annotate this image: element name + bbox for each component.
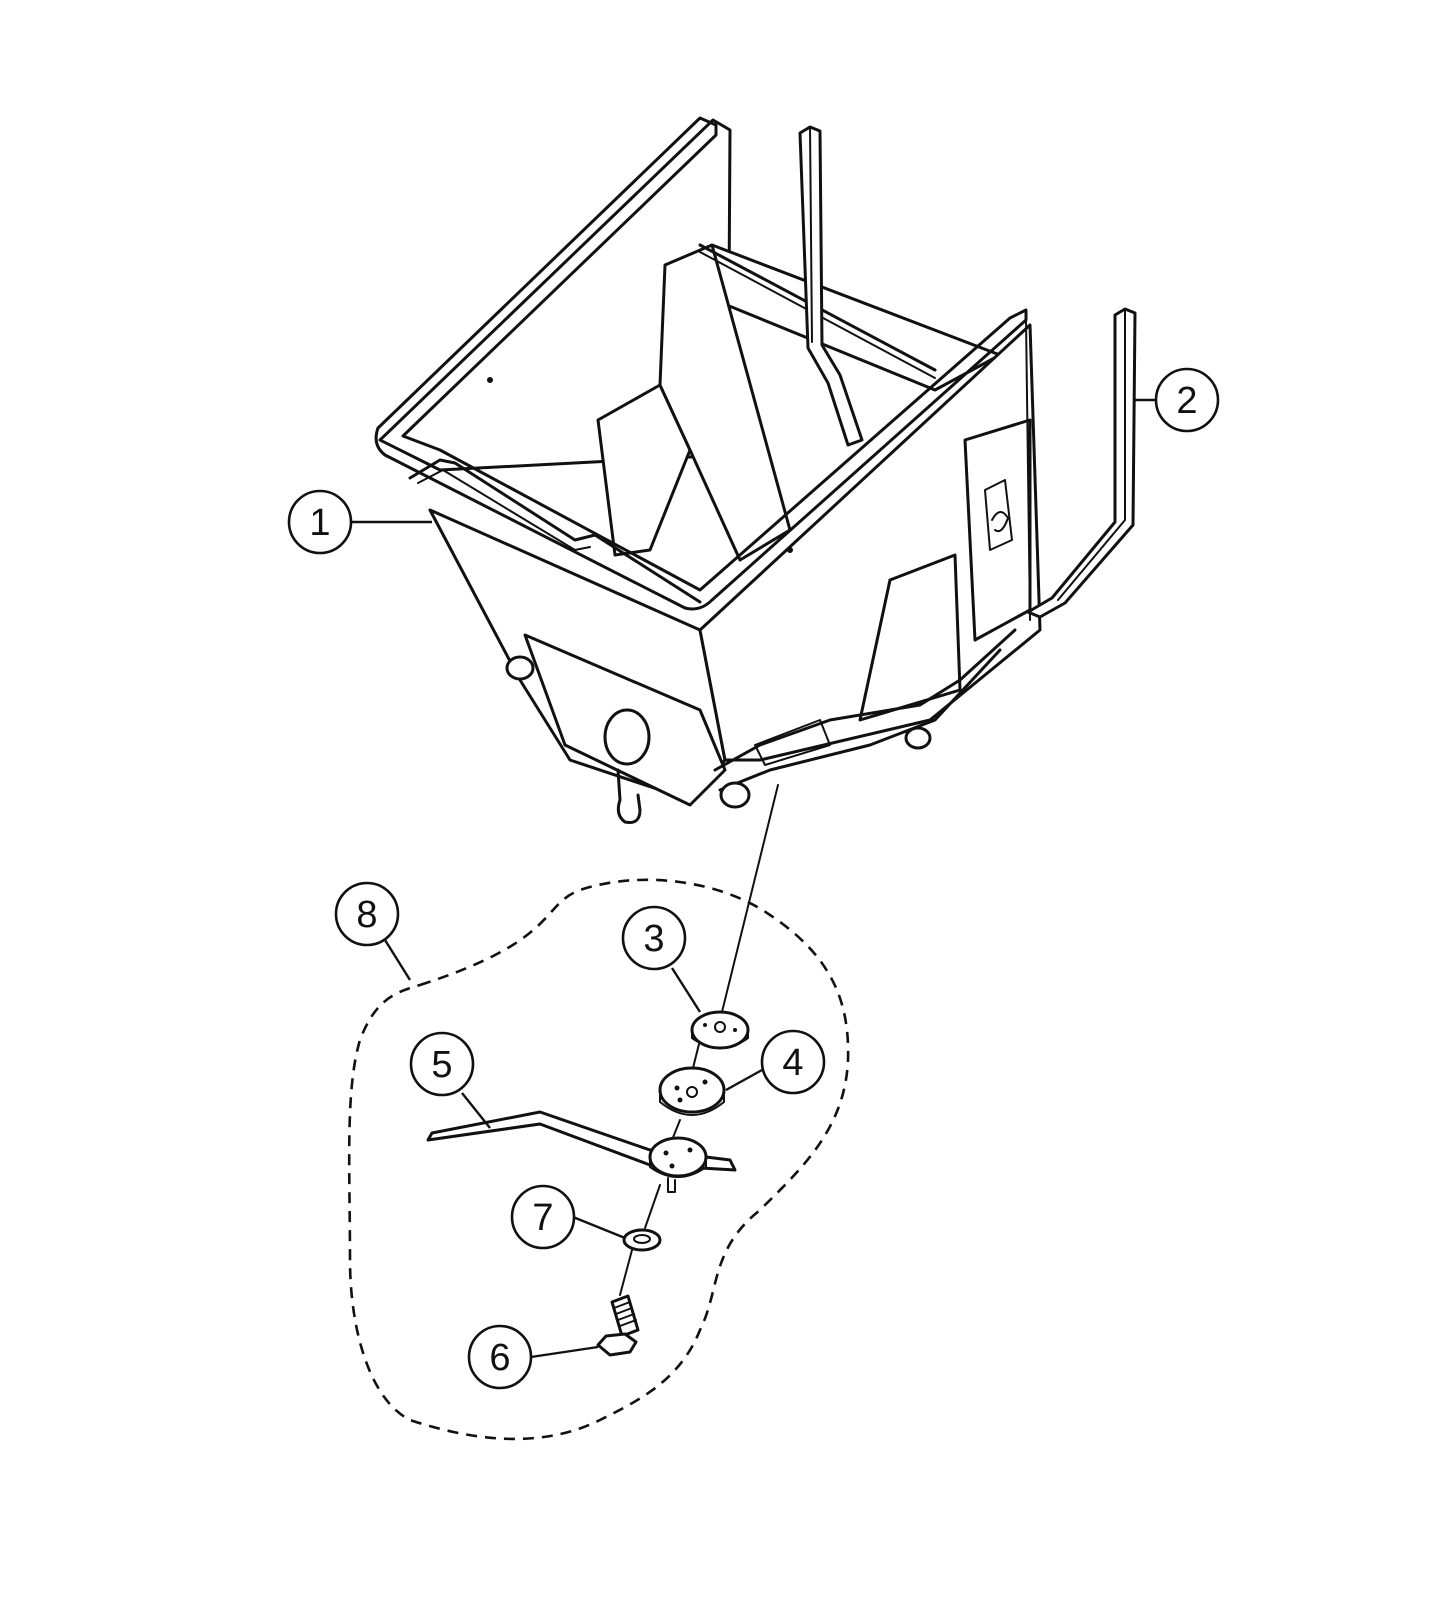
callout-4-label: 4 xyxy=(782,1042,803,1084)
leader-6 xyxy=(530,1345,599,1359)
callout-3: 3 xyxy=(621,905,687,971)
callout-3-label: 3 xyxy=(643,918,664,960)
callout-5: 5 xyxy=(409,1031,475,1097)
callout-1-label: 1 xyxy=(309,502,330,544)
hopper xyxy=(374,116,1042,824)
callout-8-label: 8 xyxy=(356,894,377,936)
leader-4 xyxy=(725,1068,763,1092)
callout-4: 4 xyxy=(760,1029,826,1095)
callout-2-label: 2 xyxy=(1176,380,1197,422)
leader-5 xyxy=(461,1092,491,1129)
bracket-bars xyxy=(798,125,1137,619)
leader-3 xyxy=(670,967,702,1013)
leader-8 xyxy=(383,939,412,981)
callout-8: 8 xyxy=(334,881,400,947)
callout-7-label: 7 xyxy=(532,1197,553,1239)
callout-2: 2 xyxy=(1154,367,1220,433)
callout-6: 6 xyxy=(467,1324,533,1390)
leader-7 xyxy=(572,1215,626,1240)
callout-5-label: 5 xyxy=(431,1044,452,1086)
callout-6-label: 6 xyxy=(489,1337,510,1379)
kit-boundary xyxy=(347,878,850,1441)
callout-7: 7 xyxy=(510,1184,576,1250)
callout-1: 1 xyxy=(287,489,353,555)
small-parts xyxy=(426,784,779,1357)
